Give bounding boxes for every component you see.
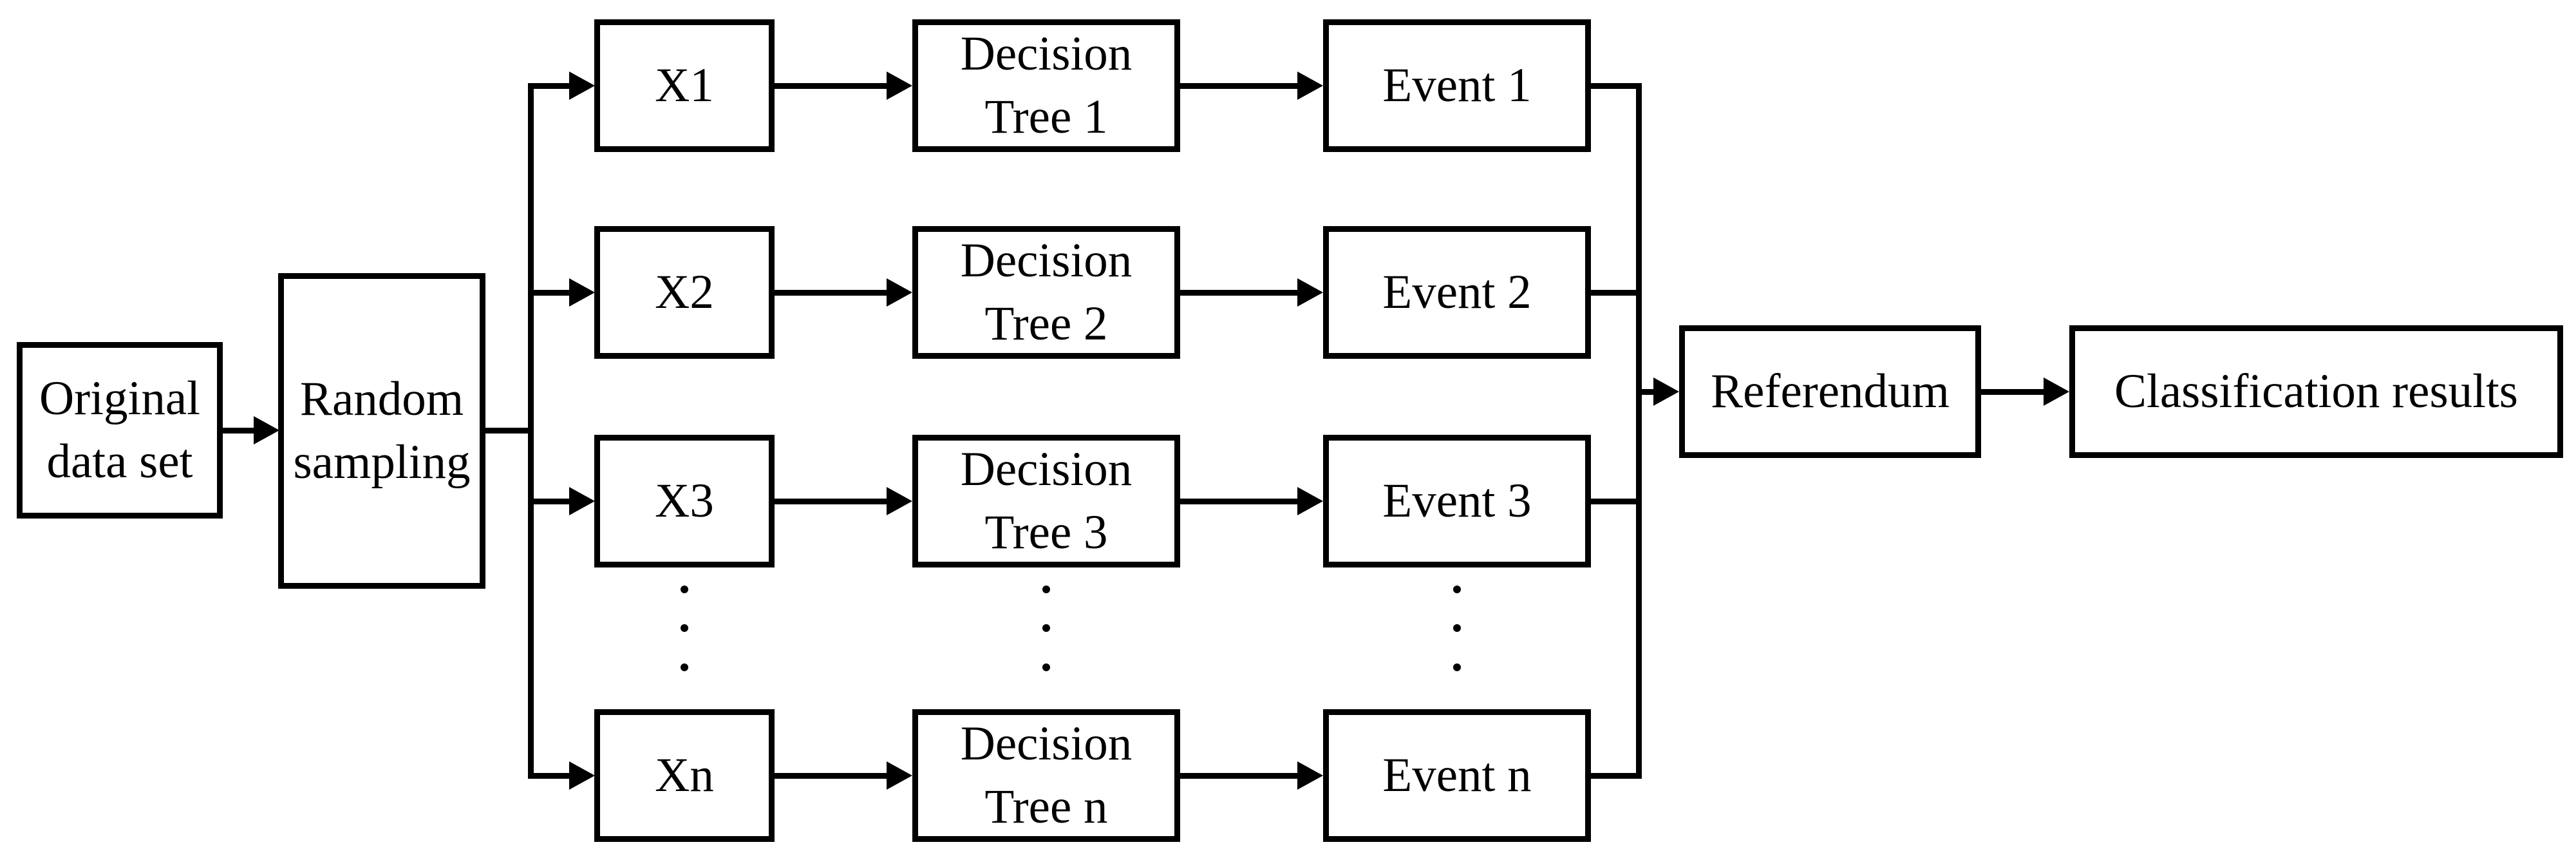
ellipsis-dot — [1453, 586, 1461, 593]
ellipsis-dot — [1453, 663, 1461, 671]
connector-event3-to-collector-line — [1591, 499, 1642, 504]
ellipsis-dot — [1042, 624, 1050, 632]
sample-x2-node: X2 — [594, 226, 775, 359]
decision-tree-3-label-line1: Decision — [960, 443, 1133, 496]
connector-x3-to-tree3-line — [775, 499, 893, 504]
vertical-ellipsis-samples-icon — [681, 586, 688, 671]
decision-tree-1-label-line1: Decision — [960, 27, 1133, 81]
arrowhead-into-treen-icon — [887, 761, 912, 790]
arrowhead-into-referendum-icon — [1653, 377, 1679, 406]
arrowhead-into-tree3-icon — [887, 487, 912, 515]
decision-tree-n-label-line1: Decision — [960, 717, 1133, 770]
random-sampling-label-line1: Random — [299, 372, 464, 426]
decision-tree-n-node: Decision Tree n — [912, 709, 1180, 842]
arrowhead-into-event2-icon — [1297, 278, 1323, 307]
original-data-set-label-line1: Original — [39, 372, 200, 425]
branch-feed-x1-line — [528, 83, 576, 89]
event-3-label: Event 3 — [1382, 474, 1532, 528]
connector-referendum-to-results-line — [1981, 389, 2050, 395]
connector-x2-to-tree2-line — [775, 290, 893, 296]
connector-eventn-to-collector-line — [1591, 773, 1642, 779]
decision-tree-3-node: Decision Tree 3 — [912, 435, 1180, 567]
arrowhead-into-tree1-icon — [887, 72, 912, 100]
classification-results-node: Classification results — [2069, 325, 2563, 458]
ellipsis-dot — [1453, 624, 1461, 632]
arrowhead-into-event3-icon — [1297, 487, 1323, 515]
sample-x2-label: X2 — [655, 265, 714, 319]
ellipsis-dot — [681, 663, 688, 671]
vertical-ellipsis-trees-icon — [1042, 586, 1050, 671]
ellipsis-dot — [1042, 663, 1050, 671]
sample-x1-label: X1 — [655, 59, 714, 112]
connector-event1-to-collector-line — [1591, 83, 1642, 89]
arrowhead-into-event1-icon — [1297, 72, 1323, 100]
random-sampling-label-line2: sampling — [293, 435, 471, 489]
connector-event2-to-collector-line — [1591, 290, 1642, 296]
decision-tree-3-label-line2: Tree 3 — [984, 506, 1108, 559]
original-data-set-label-line2: data set — [46, 435, 193, 488]
decision-tree-2-label-line1: Decision — [960, 234, 1133, 287]
sample-x1-node: X1 — [594, 19, 775, 152]
sample-x3-node: X3 — [594, 435, 775, 567]
branch-feed-x3-line — [528, 499, 576, 504]
decision-tree-1-label-line2: Tree 1 — [984, 90, 1108, 144]
decision-tree-1-node: Decision Tree 1 — [912, 19, 1180, 152]
connector-xn-to-treen-line — [775, 773, 893, 779]
ellipsis-dot — [1042, 586, 1050, 593]
branch-trunk-line — [528, 83, 534, 779]
vertical-ellipsis-events-icon — [1453, 586, 1461, 671]
connector-treen-to-eventn-line — [1180, 773, 1304, 779]
classification-results-label: Classification results — [2114, 365, 2518, 418]
connector-tree2-to-event2-line — [1180, 290, 1304, 296]
event-2-node: Event 2 — [1323, 226, 1591, 359]
connector-tree1-to-event1-line — [1180, 83, 1304, 89]
connector-sampling-to-trunk-line — [485, 428, 534, 434]
arrowhead-into-x2-icon — [569, 278, 595, 307]
connector-tree3-to-event3-line — [1180, 499, 1304, 504]
ellipsis-dot — [681, 586, 688, 593]
connector-collector-to-referendum-line — [1636, 389, 1660, 395]
event-2-label: Event 2 — [1382, 265, 1532, 319]
referendum-node: Referendum — [1679, 325, 1981, 458]
sample-xn-node: Xn — [594, 709, 775, 842]
original-data-set-node: Original data set — [17, 342, 223, 519]
arrowhead-into-random-sampling-icon — [254, 416, 279, 444]
connector-source-to-sampling-line — [222, 428, 261, 434]
arrowhead-into-x3-icon — [569, 487, 595, 515]
branch-feed-x2-line — [528, 290, 576, 296]
arrowhead-into-tree2-icon — [887, 278, 912, 307]
event-3-node: Event 3 — [1323, 435, 1591, 567]
arrowhead-into-xn-icon — [569, 761, 595, 790]
event-1-node: Event 1 — [1323, 19, 1591, 152]
connector-x1-to-tree1-line — [775, 83, 893, 89]
branch-feed-xn-line — [528, 773, 576, 779]
sample-xn-label: Xn — [655, 748, 714, 802]
arrowhead-into-results-icon — [2044, 377, 2069, 406]
arrowhead-into-eventn-icon — [1297, 761, 1323, 790]
event-n-label: Event n — [1382, 748, 1532, 802]
referendum-label: Referendum — [1711, 365, 1950, 418]
event-n-node: Event n — [1323, 709, 1591, 842]
ellipsis-dot — [681, 624, 688, 632]
random-sampling-node: Random sampling — [278, 273, 485, 589]
collector-trunk-line — [1636, 83, 1642, 779]
sample-x3-label: X3 — [655, 474, 714, 528]
decision-tree-n-label-line2: Tree n — [984, 780, 1108, 834]
arrowhead-into-x1-icon — [569, 72, 595, 100]
decision-tree-2-label-line2: Tree 2 — [984, 297, 1108, 350]
decision-tree-2-node: Decision Tree 2 — [912, 226, 1180, 359]
event-1-label: Event 1 — [1382, 59, 1532, 112]
